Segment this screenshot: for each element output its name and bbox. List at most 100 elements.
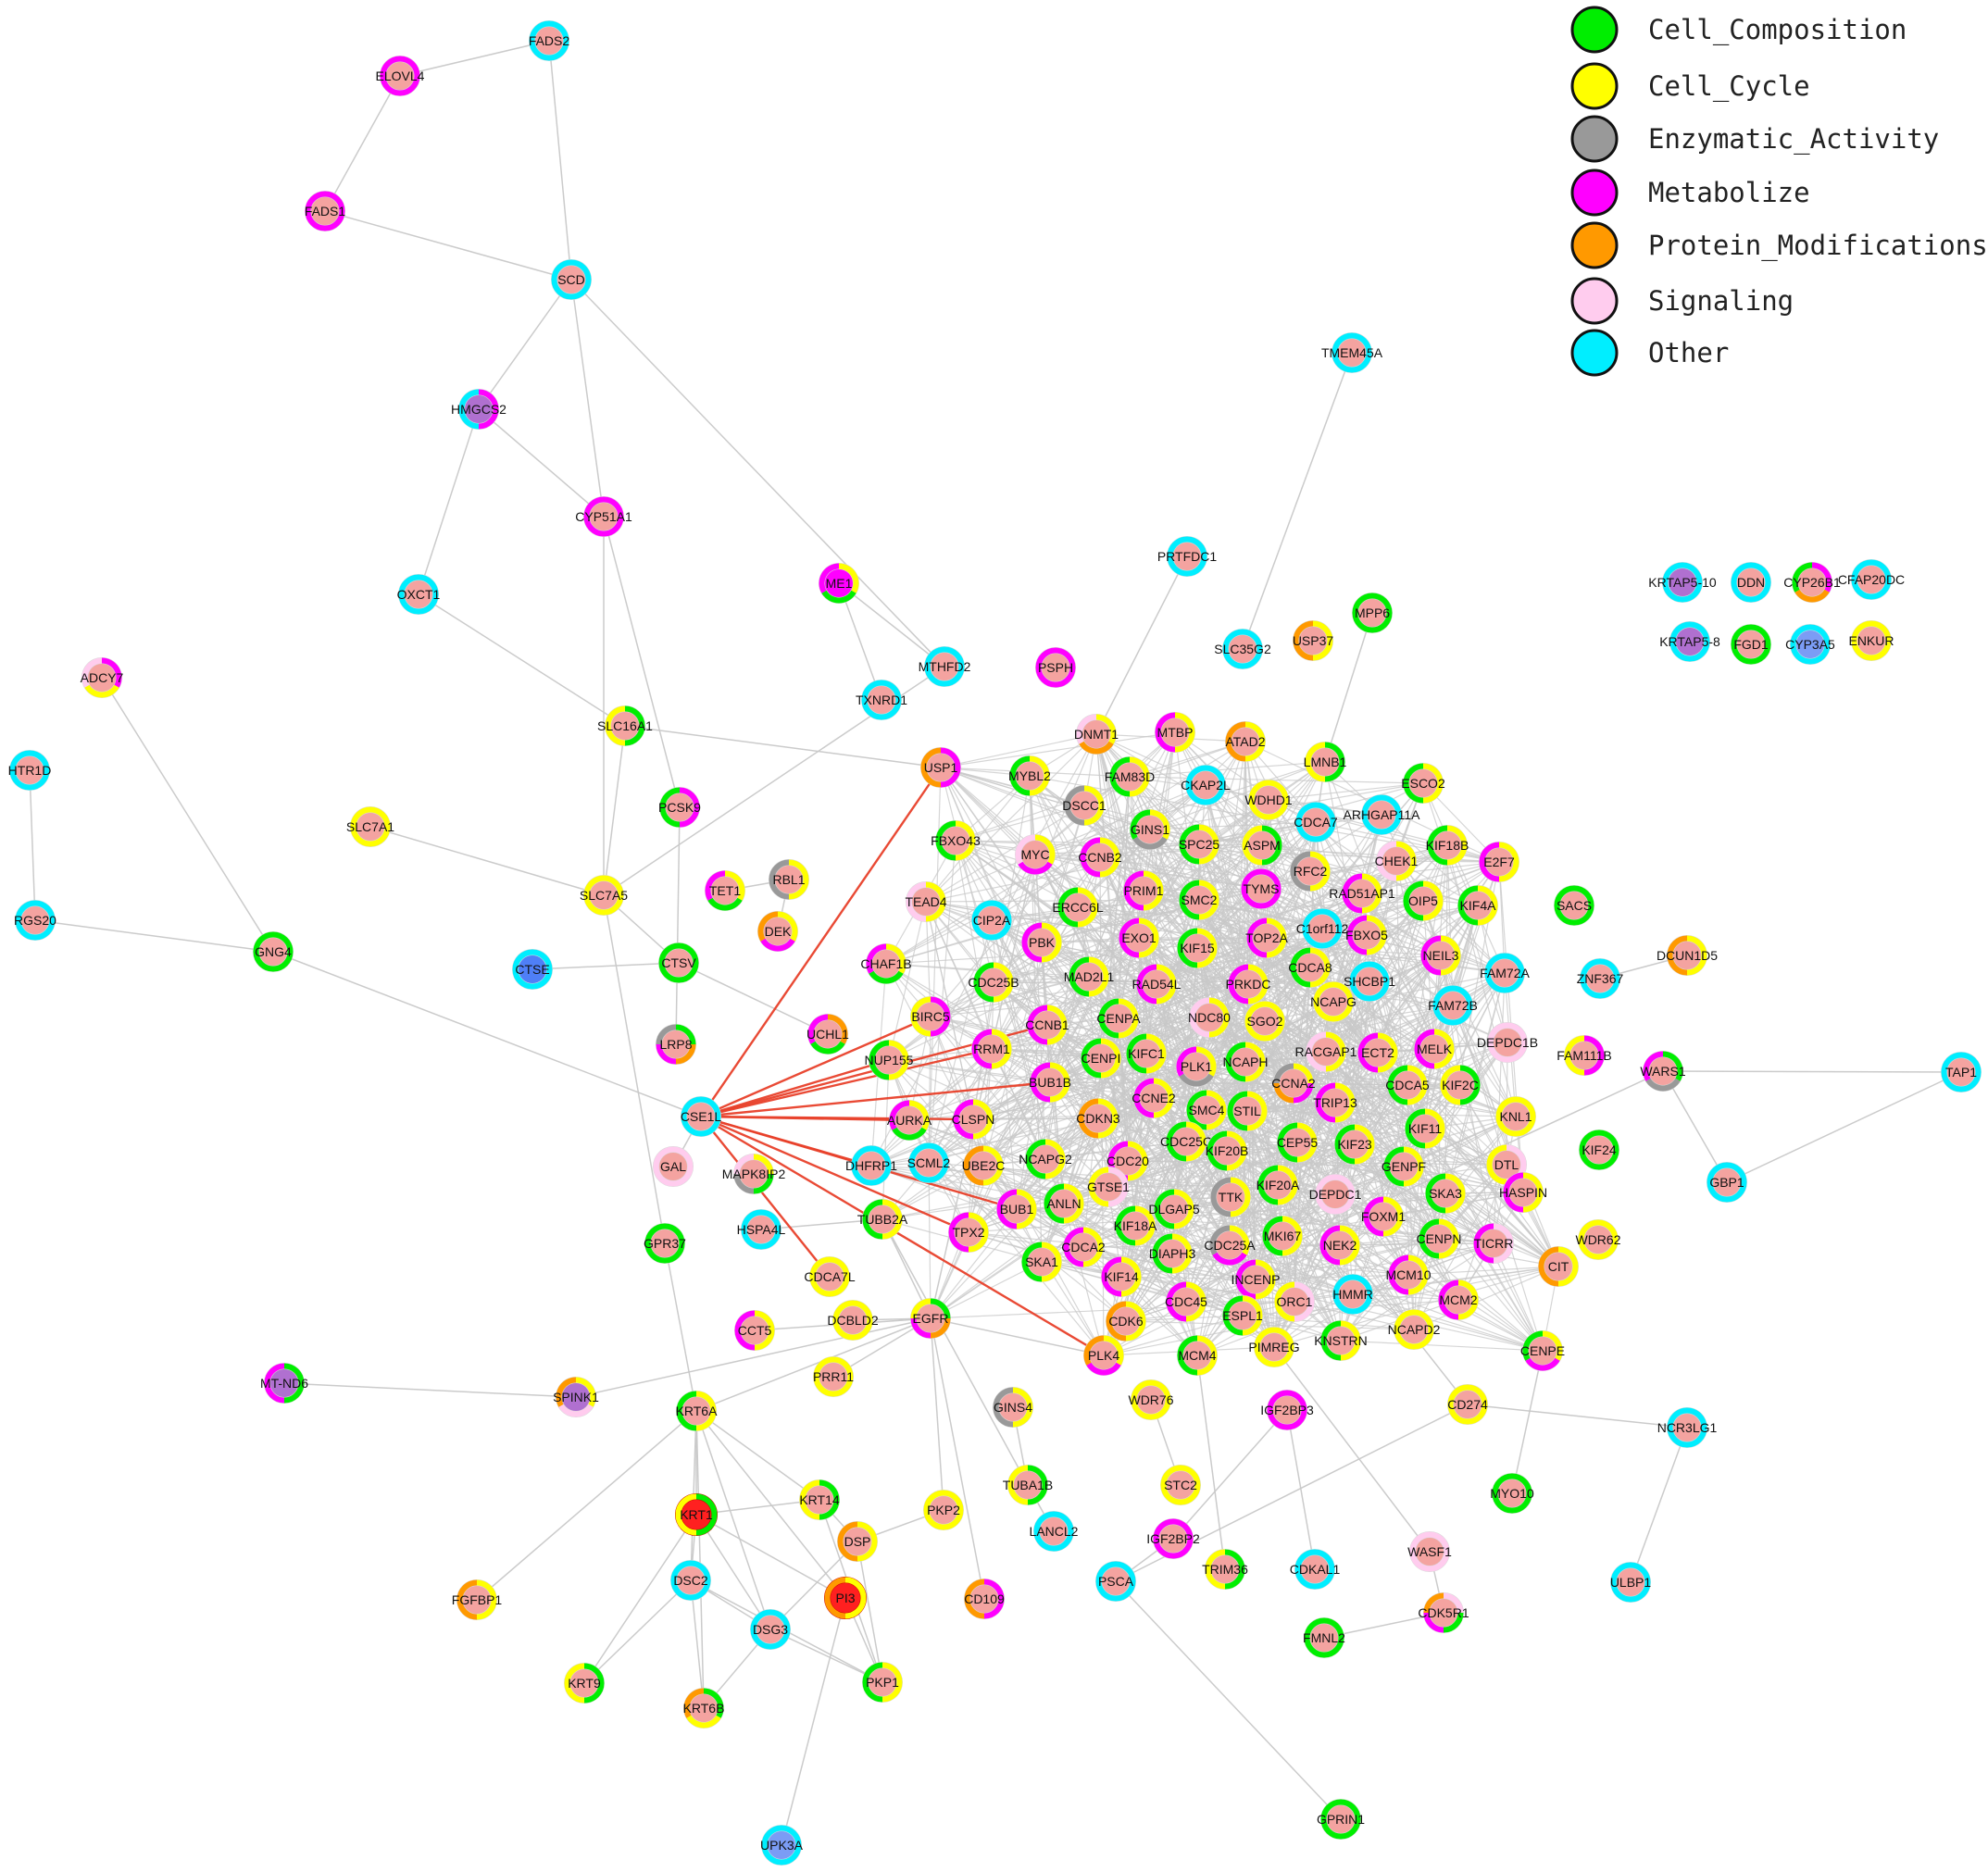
- gene-node[interactable]: MCM10: [1385, 1254, 1432, 1295]
- gene-node[interactable]: TOP2A: [1245, 917, 1288, 958]
- gene-node[interactable]: CDCA7L: [804, 1256, 856, 1297]
- gene-node[interactable]: CYP51A1: [575, 496, 632, 537]
- gene-node[interactable]: CTSV: [658, 942, 699, 983]
- gene-node[interactable]: NCR3LG1: [1657, 1407, 1718, 1448]
- gene-node[interactable]: GBP1: [1707, 1162, 1747, 1203]
- gene-node[interactable]: PSCA: [1095, 1561, 1136, 1602]
- gene-node[interactable]: FAM72B: [1428, 985, 1478, 1026]
- gene-node[interactable]: MYC: [1015, 834, 1056, 875]
- gene-node[interactable]: OXCT1: [397, 574, 441, 615]
- gene-node[interactable]: CD109: [964, 1579, 1005, 1619]
- gene-node[interactable]: PRIM1: [1123, 870, 1164, 911]
- gene-node[interactable]: NUP155: [865, 1040, 914, 1080]
- gene-node[interactable]: OIP5: [1403, 880, 1444, 921]
- gene-node[interactable]: KRTAP5-10: [1648, 562, 1717, 603]
- gene-node[interactable]: FGFBP1: [452, 1579, 503, 1620]
- gene-node[interactable]: ANLN: [1044, 1183, 1084, 1224]
- gene-node[interactable]: MELK: [1414, 1029, 1455, 1069]
- gene-node[interactable]: RAD51AP1: [1329, 873, 1395, 914]
- gene-node[interactable]: MKI67: [1262, 1216, 1303, 1256]
- gene-node[interactable]: CDC25B: [968, 962, 1019, 1003]
- gene-node[interactable]: SPC25: [1179, 824, 1220, 865]
- gene-node[interactable]: CDKN3: [1076, 1098, 1120, 1139]
- gene-node[interactable]: DHFRP1: [845, 1145, 897, 1186]
- gene-node[interactable]: KNL1: [1495, 1096, 1536, 1137]
- gene-node[interactable]: RGS20: [14, 900, 56, 941]
- gene-node[interactable]: EXO1: [1119, 917, 1159, 958]
- gene-node[interactable]: GNG4: [253, 931, 294, 972]
- gene-node[interactable]: BIRC5: [910, 996, 951, 1037]
- gene-node[interactable]: NCAPG: [1310, 981, 1357, 1022]
- gene-node[interactable]: SLC7A1: [346, 806, 394, 847]
- gene-node[interactable]: KIF11: [1405, 1108, 1445, 1149]
- gene-node[interactable]: CDCA5: [1385, 1065, 1430, 1105]
- gene-node[interactable]: HMMR: [1332, 1274, 1373, 1315]
- gene-node[interactable]: ERCC6L: [1052, 887, 1104, 928]
- gene-node[interactable]: TEAD4: [905, 881, 947, 922]
- gene-node[interactable]: KIF18B: [1426, 825, 1469, 866]
- gene-node[interactable]: NCAPD2: [1388, 1309, 1441, 1350]
- gene-node[interactable]: TRIM36: [1202, 1549, 1248, 1590]
- gene-node[interactable]: PLK1: [1176, 1046, 1217, 1087]
- gene-node[interactable]: PIMREG: [1248, 1327, 1300, 1367]
- gene-node[interactable]: ADCY7: [81, 657, 124, 698]
- gene-node[interactable]: SLC35G2: [1214, 629, 1271, 669]
- gene-node[interactable]: TXNRD1: [856, 680, 907, 720]
- gene-node[interactable]: SCD: [551, 259, 592, 300]
- gene-node[interactable]: KRT6A: [676, 1391, 719, 1431]
- gene-node[interactable]: GINS1: [1130, 809, 1170, 850]
- gene-node[interactable]: MCM4: [1177, 1335, 1218, 1376]
- gene-node[interactable]: CHAF1B: [860, 943, 912, 984]
- gene-node[interactable]: RBL1: [769, 859, 809, 900]
- gene-node[interactable]: KRTAP5-8: [1659, 621, 1720, 662]
- gene-node[interactable]: ECT2: [1357, 1032, 1398, 1073]
- gene-node[interactable]: KIF14: [1101, 1256, 1142, 1297]
- gene-node[interactable]: TPX2: [948, 1212, 989, 1253]
- gene-node[interactable]: CTSE: [512, 949, 553, 990]
- gene-node[interactable]: KRT6B: [683, 1688, 725, 1728]
- gene-node[interactable]: CSE1L: [681, 1096, 722, 1137]
- gene-node[interactable]: WASF1: [1407, 1531, 1452, 1572]
- gene-node[interactable]: MCM2: [1438, 1279, 1479, 1320]
- gene-node[interactable]: LANCL2: [1030, 1511, 1079, 1552]
- gene-node[interactable]: ESPL1: [1222, 1295, 1263, 1336]
- gene-node[interactable]: GPR37: [644, 1223, 686, 1264]
- gene-node[interactable]: RAD54L: [1132, 964, 1182, 1005]
- gene-node[interactable]: MT-ND6: [260, 1363, 308, 1404]
- gene-node[interactable]: DLGAP5: [1148, 1189, 1200, 1229]
- gene-node[interactable]: CIP2A: [971, 900, 1012, 941]
- gene-node[interactable]: NEIL3: [1420, 935, 1461, 976]
- gene-node[interactable]: CDC45: [1165, 1281, 1207, 1322]
- gene-node[interactable]: MPP6: [1352, 593, 1393, 633]
- gene-node[interactable]: PCSK9: [658, 787, 701, 828]
- gene-node[interactable]: DSC2: [670, 1560, 711, 1601]
- gene-node[interactable]: NDC80: [1188, 997, 1231, 1038]
- gene-node[interactable]: CDKAL1: [1290, 1549, 1341, 1590]
- gene-node[interactable]: RRM1: [971, 1029, 1012, 1069]
- gene-node[interactable]: DSG3: [750, 1609, 791, 1650]
- gene-node[interactable]: C1orf112: [1296, 908, 1349, 949]
- gene-node[interactable]: SLC7A5: [580, 875, 628, 916]
- gene-node[interactable]: FADS1: [305, 191, 346, 231]
- gene-node[interactable]: ATAD2: [1225, 721, 1266, 762]
- gene-node[interactable]: RACGAP1: [1295, 1031, 1357, 1072]
- gene-node[interactable]: CDK5R1: [1418, 1592, 1469, 1633]
- gene-node[interactable]: CYP26B1: [1783, 562, 1841, 603]
- gene-node[interactable]: UBE2C: [962, 1145, 1006, 1186]
- gene-node[interactable]: TYMS: [1241, 868, 1282, 909]
- gene-node[interactable]: KIFC1: [1126, 1033, 1167, 1074]
- gene-node[interactable]: TRIP13: [1313, 1082, 1357, 1123]
- gene-node[interactable]: TUBB2A: [857, 1199, 908, 1240]
- gene-node[interactable]: PKP1: [862, 1662, 903, 1703]
- gene-node[interactable]: EGFR: [910, 1298, 951, 1339]
- gene-node[interactable]: ZNF367: [1577, 958, 1624, 999]
- gene-node[interactable]: DSP: [837, 1521, 878, 1562]
- gene-node[interactable]: CDC25A: [1204, 1225, 1256, 1266]
- gene-node[interactable]: AURKA: [887, 1100, 932, 1141]
- gene-node[interactable]: FBXO5: [1345, 915, 1388, 955]
- gene-node[interactable]: ENKUR: [1848, 620, 1894, 661]
- gene-node[interactable]: MTHFD2: [919, 646, 971, 687]
- gene-node[interactable]: PSPH: [1035, 647, 1076, 688]
- gene-node[interactable]: ORC1: [1274, 1281, 1315, 1322]
- gene-node[interactable]: CENPI: [1081, 1038, 1121, 1079]
